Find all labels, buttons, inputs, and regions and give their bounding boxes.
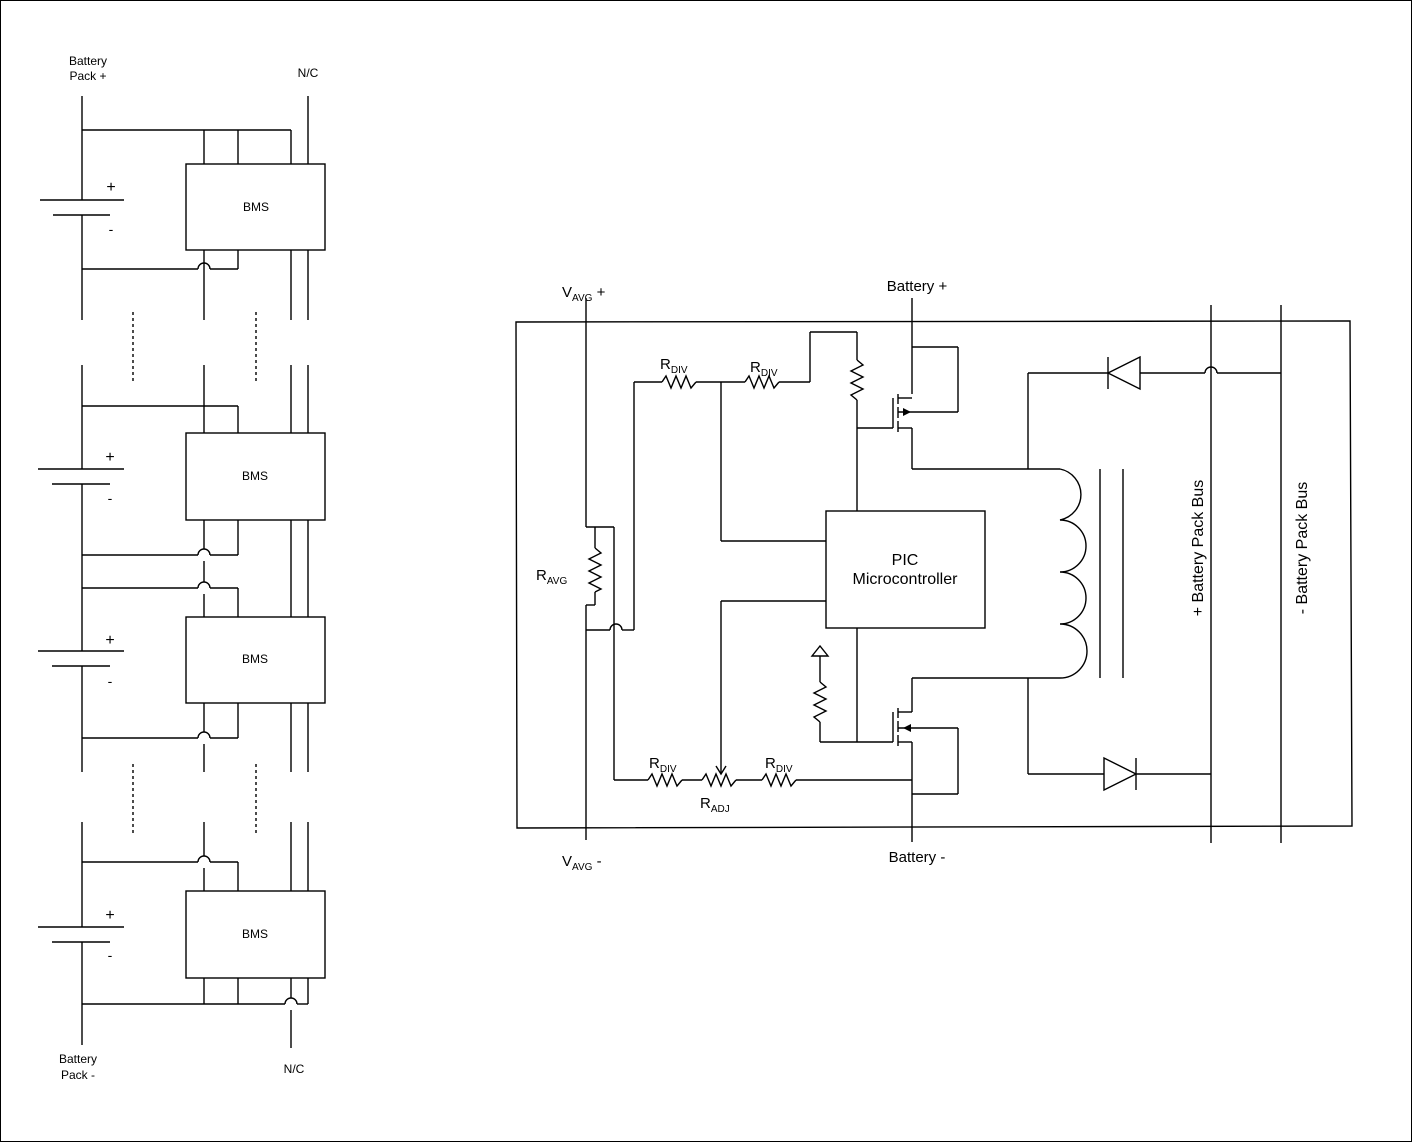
- bms-box: [185, 890, 326, 979]
- cell-plus-mark: +: [106, 179, 115, 196]
- bms-box: [185, 163, 326, 251]
- battery-pack-plus-label-2: Pack +: [69, 69, 106, 83]
- mosfet-high-side: [892, 394, 958, 469]
- battery-pack-minus-label-2: Pack -: [61, 1068, 95, 1082]
- cell-plus-mark: +: [105, 907, 114, 924]
- bms-module-2: [38, 365, 326, 617]
- cell-minus-mark: -: [108, 490, 113, 506]
- bms-label: BMS: [242, 652, 268, 666]
- wiper-arrow-icon: [715, 765, 727, 776]
- bms-chain: Battery Pack + N/C Battery Pack - N/C: [38, 54, 326, 1082]
- rdiv-resistor-bottom-2: [761, 772, 797, 788]
- bms-box: [185, 616, 326, 704]
- cell-minus-mark: -: [108, 673, 113, 689]
- cell-minus-mark: -: [109, 221, 114, 237]
- rdiv-label-bottom-1: RDIV: [649, 755, 677, 775]
- battery-minus-label: Battery -: [889, 849, 946, 866]
- nc-bottom-label: N/C: [284, 1062, 305, 1076]
- rdiv-resistor-top-2: [744, 374, 780, 390]
- bms-module-3: [38, 555, 326, 772]
- vavg-plus-label: VAVG +: [562, 284, 606, 304]
- ravg-resistor: [587, 547, 603, 593]
- battery-pack-minus-label-1: Battery: [59, 1052, 97, 1066]
- supply-arrow-icon: [810, 644, 830, 657]
- diode-top: [1106, 355, 1141, 391]
- nc-top-label: N/C: [298, 66, 319, 80]
- cell-plus-mark: +: [105, 632, 114, 649]
- cell-plus-mark: +: [105, 449, 114, 466]
- bms-label: BMS: [242, 927, 268, 941]
- ravg-label: RAVG: [536, 567, 567, 587]
- pic-microcontroller: [825, 510, 986, 629]
- pic-label-line2: Microcontroller: [853, 571, 959, 588]
- mosfet-low-side: [892, 708, 958, 842]
- balancing-circuit: VAVG + VAVG - Battery + Battery - RAVG R…: [515, 278, 1353, 873]
- bms-label: BMS: [242, 469, 268, 483]
- rdiv-label-top-1: RDIV: [660, 356, 688, 376]
- radj-label: RADJ: [700, 795, 730, 815]
- plus-bus-label: + Battery Pack Bus: [1190, 480, 1207, 617]
- vavg-minus-label: VAVG -: [562, 853, 602, 873]
- bms-module-4: [38, 822, 326, 1048]
- bms-module-1: [40, 96, 326, 320]
- transformer: [1028, 468, 1124, 679]
- cell-minus-mark: -: [108, 947, 113, 963]
- rdiv-resistor-top-1: [661, 374, 697, 390]
- battery-pack-plus-label-1: Battery: [69, 54, 107, 68]
- rdiv-resistor-bottom-1: [647, 772, 683, 788]
- radj-potentiometer: [701, 772, 737, 788]
- module-boundary: [515, 320, 1353, 829]
- minus-bus-label: - Battery Pack Bus: [1294, 482, 1311, 615]
- battery-plus-label: Battery +: [887, 278, 948, 295]
- bms-box: [185, 432, 326, 521]
- pullup-resistor-bottom: [812, 681, 828, 723]
- bms-label: BMS: [243, 200, 269, 214]
- rdiv-label-top-2: RDIV: [750, 359, 778, 379]
- pic-label-line1: PIC: [892, 552, 919, 569]
- diode-bottom: [1103, 756, 1138, 792]
- pullup-resistor-top: [849, 359, 865, 401]
- rdiv-label-bottom-2: RDIV: [765, 755, 793, 775]
